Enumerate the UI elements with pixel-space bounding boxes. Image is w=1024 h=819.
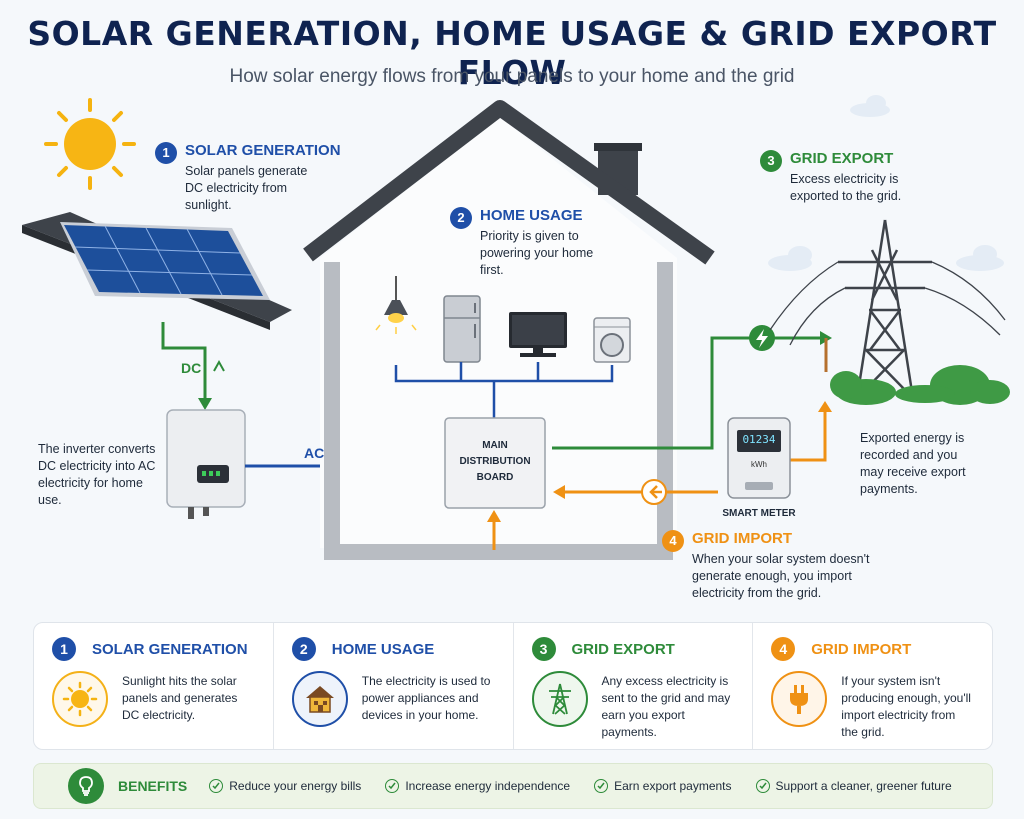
card-title: GRID EXPORT [571,640,675,658]
sun-icon [44,98,136,190]
card-description: The electricity is used to power applian… [361,674,491,722]
solar-panel-icon [22,212,292,330]
card-title: SOLAR GENERATION [92,640,248,658]
card-number: 3 [531,637,556,661]
summary-card-solar-generation: 1 SOLAR GENERATION Sunlight hits the sol… [34,623,273,749]
callout-home-usage: 2 HOME USAGE Priority is given to poweri… [450,207,605,279]
check-icon [755,779,770,793]
fridge-icon [443,295,481,363]
step-title: GRID IMPORT [692,530,792,547]
page-subtitle: How solar energy flows from your panels … [229,66,795,87]
step-description: When your solar system doesn't generate … [692,552,870,600]
card-title: GRID IMPORT [811,640,912,658]
ac-label: AC [304,445,325,461]
meter-reading: 01234 [742,433,776,446]
step-description: Solar panels generate DC electricity fro… [185,164,308,212]
benefit-text: Reduce your energy bills [229,779,362,793]
step-number: 2 [450,207,472,229]
step-title: SOLAR GENERATION [185,142,341,159]
meter-unit: kWh [751,460,767,469]
benefit-item: Earn export payments [594,779,732,793]
inverter-note: The inverter converts DC electricity int… [38,442,156,507]
check-icon [594,779,609,793]
benefit-item: Support a cleaner, greener future [755,779,952,793]
summary-card-home-usage: 2 HOME USAGE The electricity is used to … [272,623,513,749]
summary-panel: 1 SOLAR GENERATION Sunlight hits the sol… [33,622,993,750]
step-number: 1 [155,142,177,164]
step-description: Priority is given to powering your home … [480,229,594,277]
dc-label: DC [181,360,202,376]
board-label: MAIN DISTRIBUTION BOARD [459,440,531,483]
callout-grid-export: 3 GRID EXPORT Excess electricity is expo… [760,150,915,205]
summary-card-grid-export: 3 GRID EXPORT Any excess electricity is … [512,623,753,749]
sun-icon [52,671,108,727]
pylon-icon [531,671,588,727]
dc-wire [161,322,207,400]
flow-diagram [22,95,1010,560]
house-outline [303,100,715,560]
benefit-text: Increase energy independence [405,779,571,793]
benefit-text: Support a cleaner, greener future [775,779,952,793]
card-description: If your system isn't producing enough, y… [841,674,971,739]
step-description: Excess electricity is exported to the gr… [790,172,902,203]
step-number: 3 [760,150,782,172]
step-number: 4 [662,530,684,552]
ceiling-light-icon [375,276,417,334]
step-title: GRID EXPORT [790,150,894,167]
television-icon [509,312,567,357]
check-icon [209,779,224,793]
card-description: Any excess electricity is sent to the gr… [601,674,731,739]
card-number: 1 [52,637,76,661]
import-wire [487,401,832,550]
cloud-icon [768,95,1004,271]
washing-machine-icon [593,317,631,363]
card-number: 4 [771,637,796,661]
benefits-bar: BENEFITS Reduce your energy bills Increa… [33,763,993,809]
trees-icon [830,365,1010,405]
plug-icon [771,671,828,727]
electricity-pylon-icon [769,219,1006,393]
distribution-board [444,417,546,509]
page-title: SOLAR GENERATION, HOME USAGE & GRID EXPO… [27,14,997,92]
benefits-title: BENEFITS [118,778,188,794]
card-title: HOME USAGE [331,640,435,658]
benefit-text: Earn export payments [614,779,732,793]
step-title: HOME USAGE [480,207,583,224]
house-icon [291,671,348,727]
smart-meter-icon [727,417,791,499]
smart-meter-label: SMART METER [722,508,796,519]
callout-solar-generation: 1 SOLAR GENERATION Solar panels generate… [155,142,341,214]
callout-grid-import: 4 GRID IMPORT When your solar system doe… [662,530,872,602]
summary-card-grid-import: 4 GRID IMPORT If your system isn't produ… [752,623,992,749]
lightbulb-icon [68,768,104,804]
benefit-item: Increase energy independence [385,779,570,793]
inverter-icon [166,409,246,519]
card-description: Sunlight hits the solar panels and gener… [122,674,238,722]
benefit-item: Reduce your energy bills [209,779,361,793]
appliance-wiring [394,362,614,418]
check-icon [385,779,400,793]
card-number: 2 [291,637,316,661]
export-note: Exported energy is recorded and you may … [860,431,966,496]
